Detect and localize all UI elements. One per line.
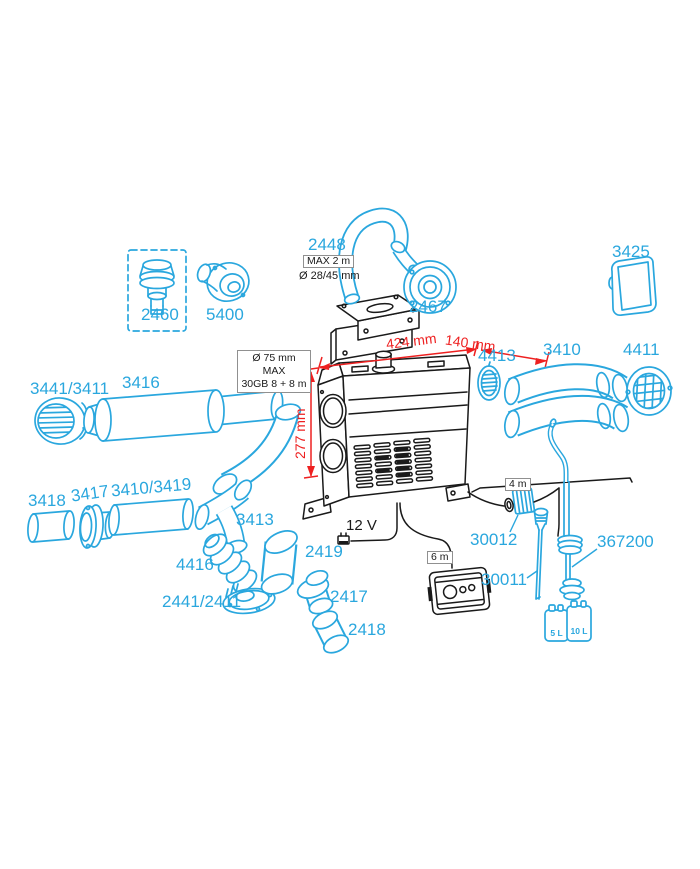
heater-unit xyxy=(302,350,471,520)
dimension-height: 277 mm xyxy=(292,408,308,459)
note-power: 12 V xyxy=(346,517,377,534)
fuel-canisters: 5 L 10 L xyxy=(544,600,592,642)
part-label-3416: 3416 xyxy=(122,373,160,392)
part-label-367200: 367200 xyxy=(597,532,654,551)
part-label-2460: 2460 xyxy=(141,305,179,324)
dimension-arrows xyxy=(303,340,550,479)
part-label-3418: 3418 xyxy=(28,491,66,510)
note-duct-spec: Ø 75 mm MAX 30GB 8 + 8 m xyxy=(237,350,311,394)
part-label-4411: 4411 xyxy=(623,340,660,359)
part-label-2441-2411: 2441/2411 xyxy=(162,592,242,611)
duct-connector-4413 xyxy=(477,361,501,401)
part-label-30012: 30012 xyxy=(470,530,518,549)
end-grille-3441-3411 xyxy=(34,397,90,445)
note-cable-length: 6 m xyxy=(427,551,453,565)
side-cowl-5400 xyxy=(196,262,250,302)
duct-connector-2417 xyxy=(296,569,334,615)
part-label-3441-3411: 3441/3411 xyxy=(30,379,110,398)
leader-lines xyxy=(509,514,598,579)
air-duct-3410 xyxy=(503,363,630,439)
part-label-2419: 2419 xyxy=(305,542,343,561)
note-exhaust-diameter: Ø 28/45 mm xyxy=(299,270,360,282)
note-pump-line-length: 4 m xyxy=(505,478,531,492)
tank-large-label: 10 L xyxy=(570,626,587,636)
part-label-2467: 2467 xyxy=(409,297,447,316)
corrugated-duct-4416 xyxy=(202,533,258,593)
duct-section-2418 xyxy=(311,610,350,654)
tank-small-label: 5 L xyxy=(550,628,562,638)
part-label-2417: 2417 xyxy=(330,587,368,606)
air-duct-elbow xyxy=(212,403,302,495)
duct-section-2419 xyxy=(260,530,298,595)
part-label-30011: 30011 xyxy=(481,570,528,589)
note-duct-spec-line1: Ø 75 mm MAX xyxy=(252,352,296,378)
power-cable-12v xyxy=(337,502,398,545)
wall-flange-2467 xyxy=(403,260,457,314)
duct-connector-3417 xyxy=(79,504,116,549)
fuel-pump-30012 xyxy=(467,487,560,515)
part-label-2418: 2418 xyxy=(348,620,386,639)
part-label-4416: 4416 xyxy=(176,555,214,574)
air-duct-3410-3419 xyxy=(108,498,194,536)
roof-cowl-2460 xyxy=(127,249,187,332)
part-label-3425: 3425 xyxy=(612,242,650,261)
cowl-cover-3425 xyxy=(608,255,657,317)
part-label-5400: 5400 xyxy=(206,305,244,324)
mounting-bracket xyxy=(330,294,420,365)
part-label-3413: 3413 xyxy=(236,510,274,529)
floor-line xyxy=(471,477,633,493)
silencer-3416 xyxy=(83,389,284,442)
tank-extractor-367200 xyxy=(547,418,585,601)
part-label-2448: 2448 xyxy=(308,235,346,254)
note-exhaust-max-length: MAX 2 m xyxy=(303,255,355,269)
end-grille-4411 xyxy=(625,366,673,416)
control-panel xyxy=(427,566,492,616)
part-label-3410: 3410 xyxy=(543,340,581,359)
fuel-line xyxy=(557,487,560,537)
note-duct-spec-line2: 30GB 8 + 8 m xyxy=(241,378,307,391)
part-label-4413: 4413 xyxy=(478,346,516,365)
fuel-standpipe-30011 xyxy=(533,507,549,600)
duct-section-3418 xyxy=(27,510,75,543)
